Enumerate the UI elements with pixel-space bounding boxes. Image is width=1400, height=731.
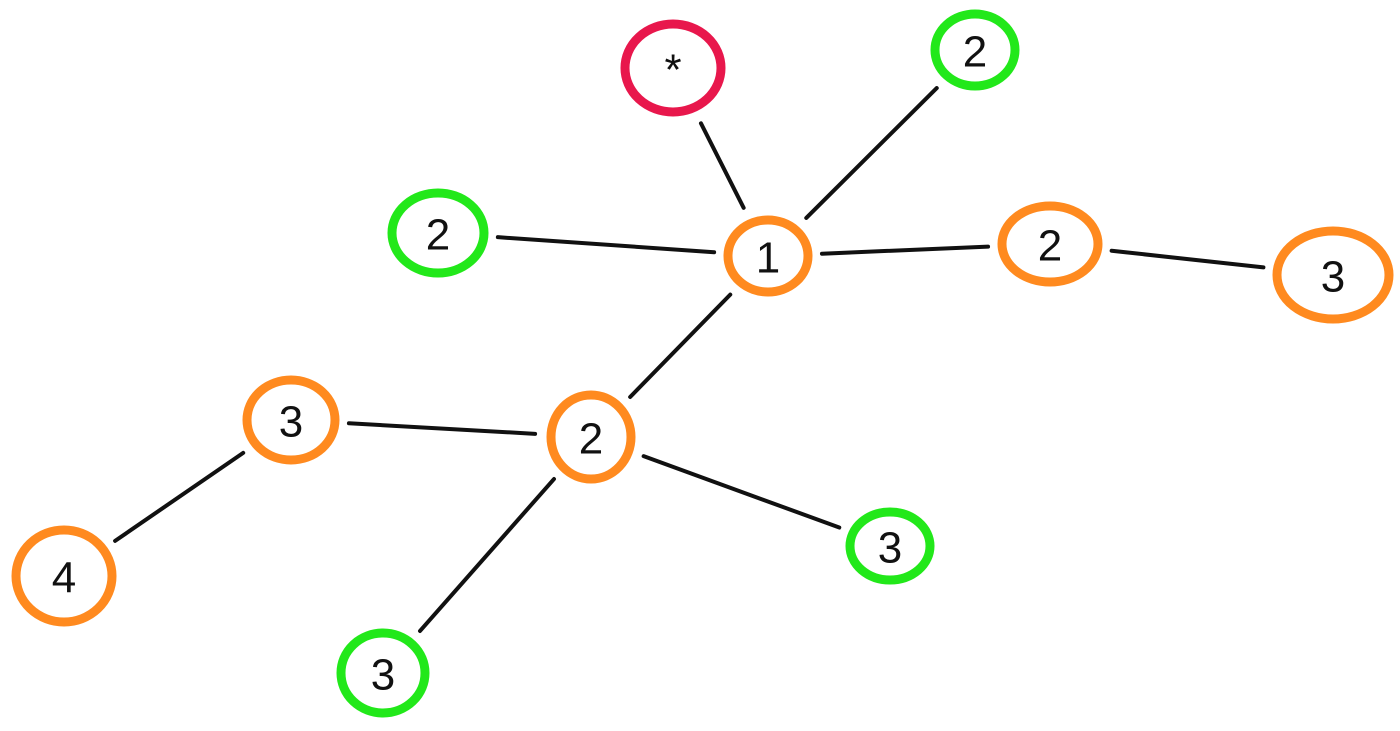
node-label: 3 <box>878 524 902 573</box>
node-label: 3 <box>371 651 395 700</box>
edge-lower-left-to-far-lower-left <box>113 450 246 543</box>
node-lower-middle: 2 <box>546 390 636 484</box>
node-top-right: 2 <box>930 9 1020 91</box>
node-ring <box>997 201 1103 287</box>
node-left: 2 <box>387 188 489 278</box>
node-far-lower-left: 4 <box>11 525 117 627</box>
node-label: 1 <box>756 234 780 283</box>
node-label: * <box>664 46 681 95</box>
edges-layer <box>113 86 1266 633</box>
node-bottom: 3 <box>336 628 430 718</box>
node-ring <box>620 19 726 117</box>
node-far-right: 3 <box>1272 226 1394 324</box>
node-label: 4 <box>52 554 76 603</box>
edge-center-to-lower-middle <box>628 292 733 399</box>
node-label: 2 <box>579 415 603 464</box>
node-center: 1 <box>723 215 813 297</box>
node-label: 3 <box>1321 253 1345 302</box>
node-ring <box>11 525 117 627</box>
edge-lower-middle-to-bottom <box>418 477 556 633</box>
node-ring <box>242 375 340 465</box>
nodes-layer: 1 * 2 2 2 3 2 3 4 3 3 <box>11 9 1394 718</box>
node-ring <box>1272 226 1394 324</box>
edge-center-to-left <box>495 235 717 255</box>
node-ring <box>845 507 935 585</box>
edge-center-to-right <box>819 244 991 256</box>
node-label: 3 <box>279 398 303 447</box>
node-ring <box>546 390 636 484</box>
node-label: 2 <box>963 28 987 77</box>
edge-center-to-star <box>698 121 746 210</box>
node-lower-left: 3 <box>242 375 340 465</box>
edge-lower-middle-to-lower-left <box>346 421 538 436</box>
node-ring <box>387 188 489 278</box>
node-star: * <box>620 19 726 117</box>
edge-center-to-top-right <box>804 86 939 220</box>
node-right: 2 <box>997 201 1103 287</box>
node-ring <box>336 628 430 718</box>
node-label: 2 <box>1038 222 1062 271</box>
edge-right-to-far-right <box>1109 248 1266 270</box>
node-lower-right: 3 <box>845 507 935 585</box>
node-ring <box>723 215 813 297</box>
edge-lower-middle-to-lower-right <box>641 454 842 530</box>
node-ring <box>930 9 1020 91</box>
node-label: 2 <box>426 211 450 260</box>
